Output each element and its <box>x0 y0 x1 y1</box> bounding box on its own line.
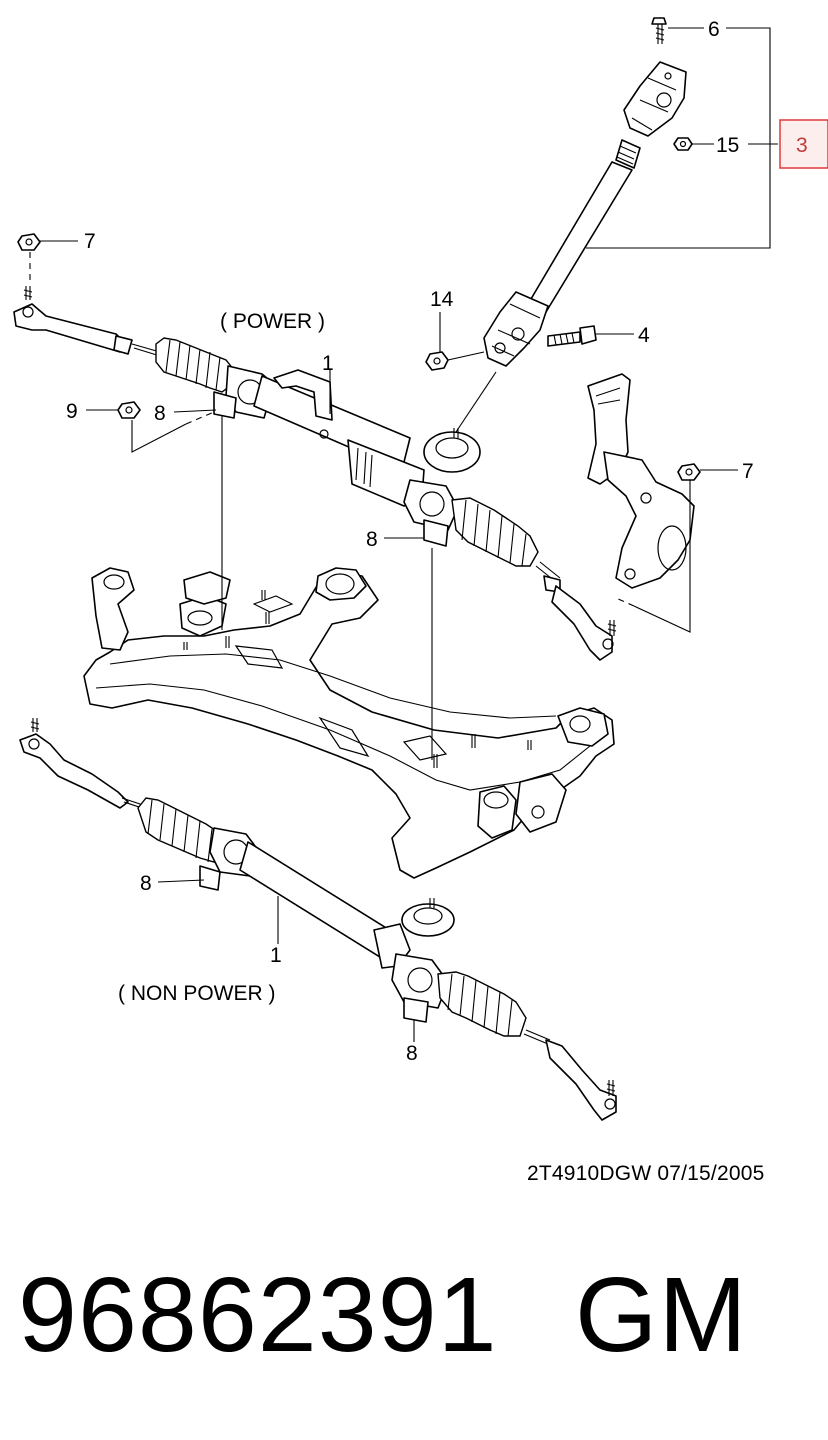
bellows-boot-left-power <box>155 337 235 393</box>
callout-7-left-label: 7 <box>84 230 96 253</box>
callout-8-power-right-label: 8 <box>366 528 378 551</box>
intermediate-shaft <box>425 17 693 371</box>
power-steering-rack <box>13 286 617 661</box>
nut-9-icon <box>117 401 141 419</box>
tie-rod-end-right-power <box>535 561 617 661</box>
callout-14-label: 14 <box>430 288 454 311</box>
callout-1-non-power-label: 1 <box>270 944 282 967</box>
callout-9-label: 9 <box>66 400 78 423</box>
drawing-code: 2T4910DGW 07/15/2005 <box>527 1162 765 1185</box>
nut-15-icon <box>673 137 693 151</box>
callout-15-label: 15 <box>716 134 739 157</box>
nut-7-right-icon <box>677 463 701 481</box>
nut-7-left-icon <box>17 233 41 251</box>
callout-8-non-power-left-label: 8 <box>140 872 152 895</box>
bolt-4-icon <box>547 325 597 347</box>
callout-4-label: 4 <box>638 324 650 347</box>
callout-7-right-label: 7 <box>742 460 754 483</box>
tie-rod-end-right-non-power <box>523 1029 617 1121</box>
tie-rod-end-left-power <box>13 286 161 357</box>
non-power-steering-rack <box>19 718 617 1121</box>
front-subframe <box>83 567 615 879</box>
nut-14-icon <box>425 351 449 371</box>
brand-name: GM <box>575 1256 748 1374</box>
callout-1-power-label: 1 <box>322 352 334 375</box>
callout-3-label: 3 <box>796 134 808 157</box>
part-number: 96862391 <box>18 1256 498 1374</box>
non-power-label: ( NON POWER ) <box>118 982 276 1005</box>
steering-knuckle <box>587 373 701 589</box>
leader-lines <box>29 27 778 1042</box>
callout-8-non-power-right-label: 8 <box>406 1042 418 1065</box>
callout-6-label: 6 <box>708 18 720 41</box>
highlight-box-part-3[interactable] <box>779 119 828 169</box>
power-label: ( POWER ) <box>220 310 325 333</box>
bellows-boot-right-non-power <box>437 971 527 1037</box>
bolt-6-icon <box>651 17 667 44</box>
tie-rod-end-left-non-power <box>19 718 149 811</box>
callout-8-power-left-label: 8 <box>154 402 166 425</box>
